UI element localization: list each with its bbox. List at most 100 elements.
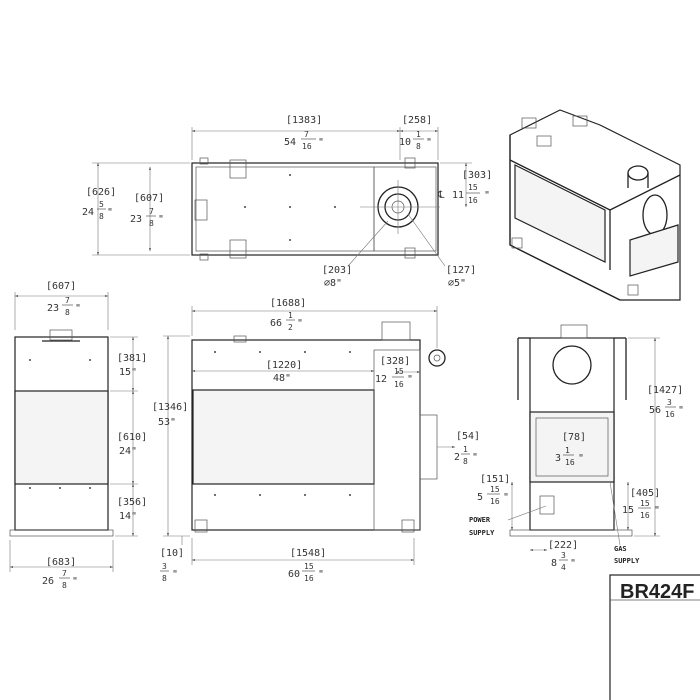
dim-top-width-den: 16 — [302, 142, 312, 151]
rivet — [89, 487, 91, 489]
dim-front-flue-den: 16 — [394, 380, 404, 389]
dim-side-glass-in: 24" — [119, 446, 137, 457]
front-view: [1688] 66 1 2 " [1220] 48" [328] 12 15 1… — [152, 298, 480, 583]
dim-flue-offset-mm: [258] — [402, 115, 432, 126]
gas-supply-label-2: SUPPLY — [614, 557, 640, 565]
side-view: [607] 23 7 8 " [381] 15" [610] 24" [356]… — [9, 281, 147, 590]
dim-side-width-mm: [607] — [46, 281, 76, 292]
bracket — [404, 157, 416, 169]
inch-mark: " — [426, 137, 432, 148]
dim-depth-whole: 24 — [82, 207, 94, 218]
dim-side-base-mm: [683] — [46, 557, 76, 568]
isometric-view — [509, 109, 681, 301]
inch-mark: " — [654, 505, 660, 516]
dim-centerline-num: 15 — [468, 183, 478, 192]
dim-side-width-whole: 23 — [47, 303, 59, 314]
side-view-glass — [14, 390, 109, 485]
dim-end-height-num: 3 — [667, 398, 672, 407]
dim-front-base-num: 15 — [304, 562, 314, 571]
dim-front-height-in: 53" — [158, 417, 176, 428]
inch-mark: " — [72, 576, 78, 587]
inch-mark: " — [318, 137, 324, 148]
dim-depth-num: 5 — [99, 200, 104, 209]
inch-mark: " — [318, 569, 324, 580]
rivet — [304, 494, 306, 496]
dim-depth-inner-whole: 23 — [130, 214, 142, 225]
dim-end-glass-whole: 3 — [555, 453, 561, 464]
dim-front-leg-den: 8 — [162, 574, 167, 583]
dim-depth-inner-num: 7 — [149, 207, 154, 216]
title-block: BR424F — [609, 574, 700, 700]
dim-end-height-den: 16 — [665, 410, 675, 419]
rivet — [59, 487, 61, 489]
top-view: [1383] 54 7 16 " [258] 10 1 8 " [626] 24… — [82, 115, 492, 289]
rivet — [244, 206, 246, 208]
inch-mark: " — [75, 303, 81, 314]
end-view-base — [509, 529, 633, 537]
front-view-bracket — [233, 335, 247, 343]
power-supply-label-2: SUPPLY — [469, 529, 495, 537]
dim-front-base-den: 16 — [304, 574, 314, 583]
iso-bracket — [536, 135, 552, 147]
dim-end-power-whole: 5 — [477, 492, 483, 503]
inch-mark: " — [578, 453, 584, 464]
top-view-body — [191, 162, 439, 256]
dim-end-power-offset-mm: [222] — [548, 540, 578, 551]
dim-front-leg-mm: [10] — [160, 548, 184, 559]
dim-end-gas-mm: [405] — [630, 488, 660, 499]
dim-front-flue-mm: [328] — [380, 356, 410, 367]
dim-side-width-den: 8 — [65, 308, 70, 317]
front-view-lug — [428, 349, 446, 367]
leader-line — [609, 481, 621, 546]
leader-line — [347, 220, 389, 267]
rivet — [214, 494, 216, 496]
dim-end-glass-den: 16 — [565, 458, 575, 467]
rivet — [349, 494, 351, 496]
dim-front-leg-num: 3 — [162, 562, 167, 571]
front-view-valve-box — [419, 414, 438, 480]
front-view-foot — [401, 519, 415, 533]
dim-end-gas-whole: 15 — [622, 505, 634, 516]
dim-side-base-whole: 26 — [42, 576, 54, 587]
dim-end-power-offset-num: 3 — [561, 551, 566, 560]
end-view-vent — [552, 345, 592, 385]
inch-mark: " — [158, 214, 164, 225]
dim-front-base-mm: [1548] — [290, 548, 326, 559]
inch-mark: " — [503, 492, 509, 503]
gas-supply-label-1: GAS — [614, 545, 627, 553]
front-view-flue — [381, 321, 411, 341]
dim-flue-offset-whole: 10 — [399, 137, 411, 148]
inch-mark: " — [107, 207, 113, 218]
rivet — [214, 351, 216, 353]
inch-mark: " — [407, 374, 413, 385]
end-view-flue — [560, 324, 588, 339]
rivet — [89, 359, 91, 361]
dim-end-power-num: 15 — [490, 485, 500, 494]
side-view-base — [9, 529, 114, 537]
iso-bracket — [572, 115, 588, 127]
title-block-frame — [609, 574, 700, 700]
dim-front-width-num: 1 — [288, 311, 293, 320]
iso-foot — [627, 284, 639, 296]
dim-flue-outer-in: ∅8" — [324, 278, 342, 289]
dim-side-lower-in: 14" — [119, 511, 137, 522]
dim-flue-inner-mm: [127] — [446, 265, 476, 276]
dim-end-glass-mm: [78] — [562, 432, 586, 443]
dim-depth-mm: [626] — [86, 187, 116, 198]
dim-top-width-mm: [1383] — [286, 115, 322, 126]
front-view-lug-hole — [433, 354, 441, 362]
inch-mark: " — [570, 558, 576, 569]
dim-front-flue-whole: 12 — [375, 374, 387, 385]
iso-glass — [514, 164, 606, 263]
dim-front-glass-mm: [1220] — [266, 360, 302, 371]
dim-depth-den: 8 — [99, 212, 104, 221]
bracket — [229, 159, 247, 179]
side-view-flue — [49, 329, 73, 341]
rivet — [349, 351, 351, 353]
dim-end-power-den: 16 — [490, 497, 500, 506]
centerline-symbol: ℄ — [437, 190, 445, 201]
bracket — [194, 199, 208, 221]
dim-end-glass-num: 1 — [565, 446, 570, 455]
rivet — [259, 351, 261, 353]
